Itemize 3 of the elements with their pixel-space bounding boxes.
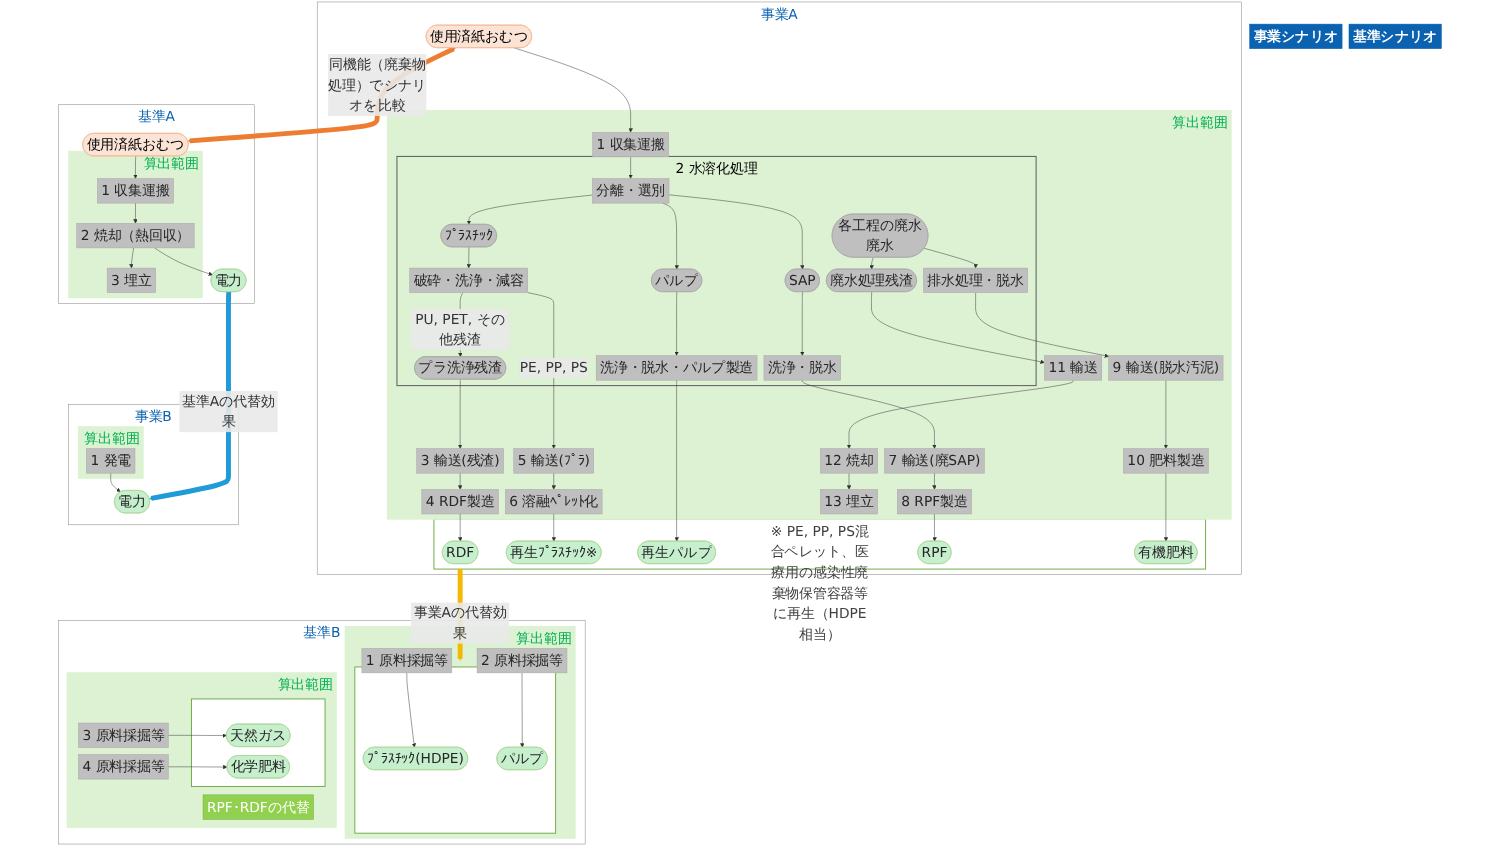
arrow	[187, 46, 456, 144]
cluster	[354, 666, 557, 834]
cluster	[191, 698, 326, 787]
